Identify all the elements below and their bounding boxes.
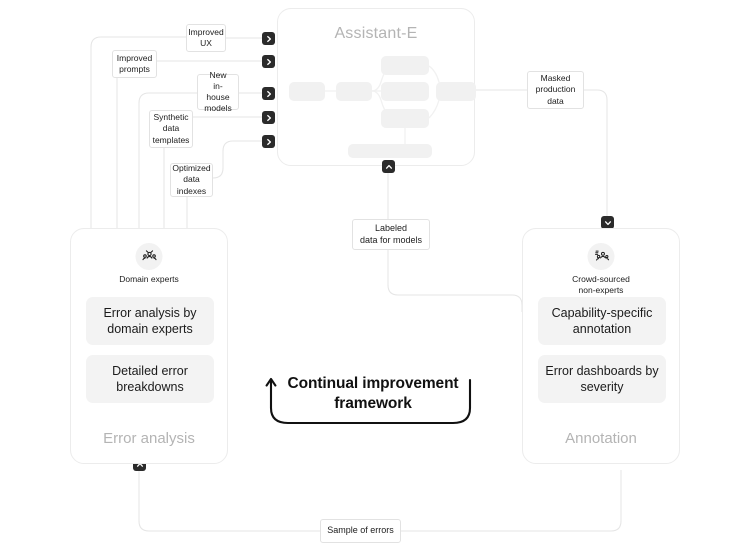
chevron-right-icon: [266, 58, 271, 65]
assistant-input-marker-2[interactable]: [262, 55, 275, 68]
assistant-input-marker-4[interactable]: [262, 111, 275, 124]
skeleton-box-footer: [348, 144, 432, 158]
error-analysis-panel-title: Error analysis: [103, 430, 195, 447]
assistant-input-marker-5[interactable]: [262, 135, 275, 148]
skeleton-box-branch-top: [381, 56, 429, 75]
chevron-up-icon: [385, 164, 392, 169]
card-capability-specific-annotation[interactable]: Capability-specific annotation: [538, 297, 666, 345]
skeleton-connectors: [325, 65, 449, 144]
skeleton-box-router: [336, 82, 372, 101]
skeleton-box-branch-mid: [381, 82, 429, 101]
crowd-workers-icon: [587, 243, 615, 270]
annotation-panel-title: Annotation: [565, 430, 637, 447]
assistant-input-marker-1[interactable]: [262, 32, 275, 45]
chevron-right-icon: [266, 114, 271, 121]
assistant-panel-title: Assistant-E: [334, 25, 418, 42]
card-error-analysis-by-domain-experts[interactable]: Error analysis by domain experts: [86, 297, 214, 345]
domain-experts-icon: [135, 243, 163, 270]
chevron-right-icon: [266, 90, 271, 97]
assistant-panel[interactable]: Assistant-E: [277, 8, 476, 166]
continual-loop-arrow: [265, 377, 472, 425]
center-caption: Continual improvement framework: [287, 375, 459, 412]
chevron-right-icon: [266, 138, 271, 145]
chevron-down-icon: [604, 220, 611, 225]
skeleton-box-input: [289, 82, 325, 101]
annotation-input-marker[interactable]: [601, 216, 614, 229]
assistant-input-marker-3[interactable]: [262, 87, 275, 100]
chevron-right-icon: [266, 35, 271, 42]
error-analysis-panel[interactable]: Domain experts Error analysis by domain …: [70, 228, 228, 464]
skeleton-box-output: [436, 82, 476, 101]
assistant-output-marker[interactable]: [382, 160, 395, 173]
domain-experts-label: Domain experts: [119, 274, 179, 284]
skeleton-box-branch-bottom: [381, 109, 429, 128]
chip-sample-of-errors[interactable]: Sample of errors: [320, 519, 401, 543]
card-error-dashboards-by-severity[interactable]: Error dashboards by severity: [538, 355, 666, 403]
card-detailed-error-breakdowns[interactable]: Detailed error breakdowns: [86, 355, 214, 403]
